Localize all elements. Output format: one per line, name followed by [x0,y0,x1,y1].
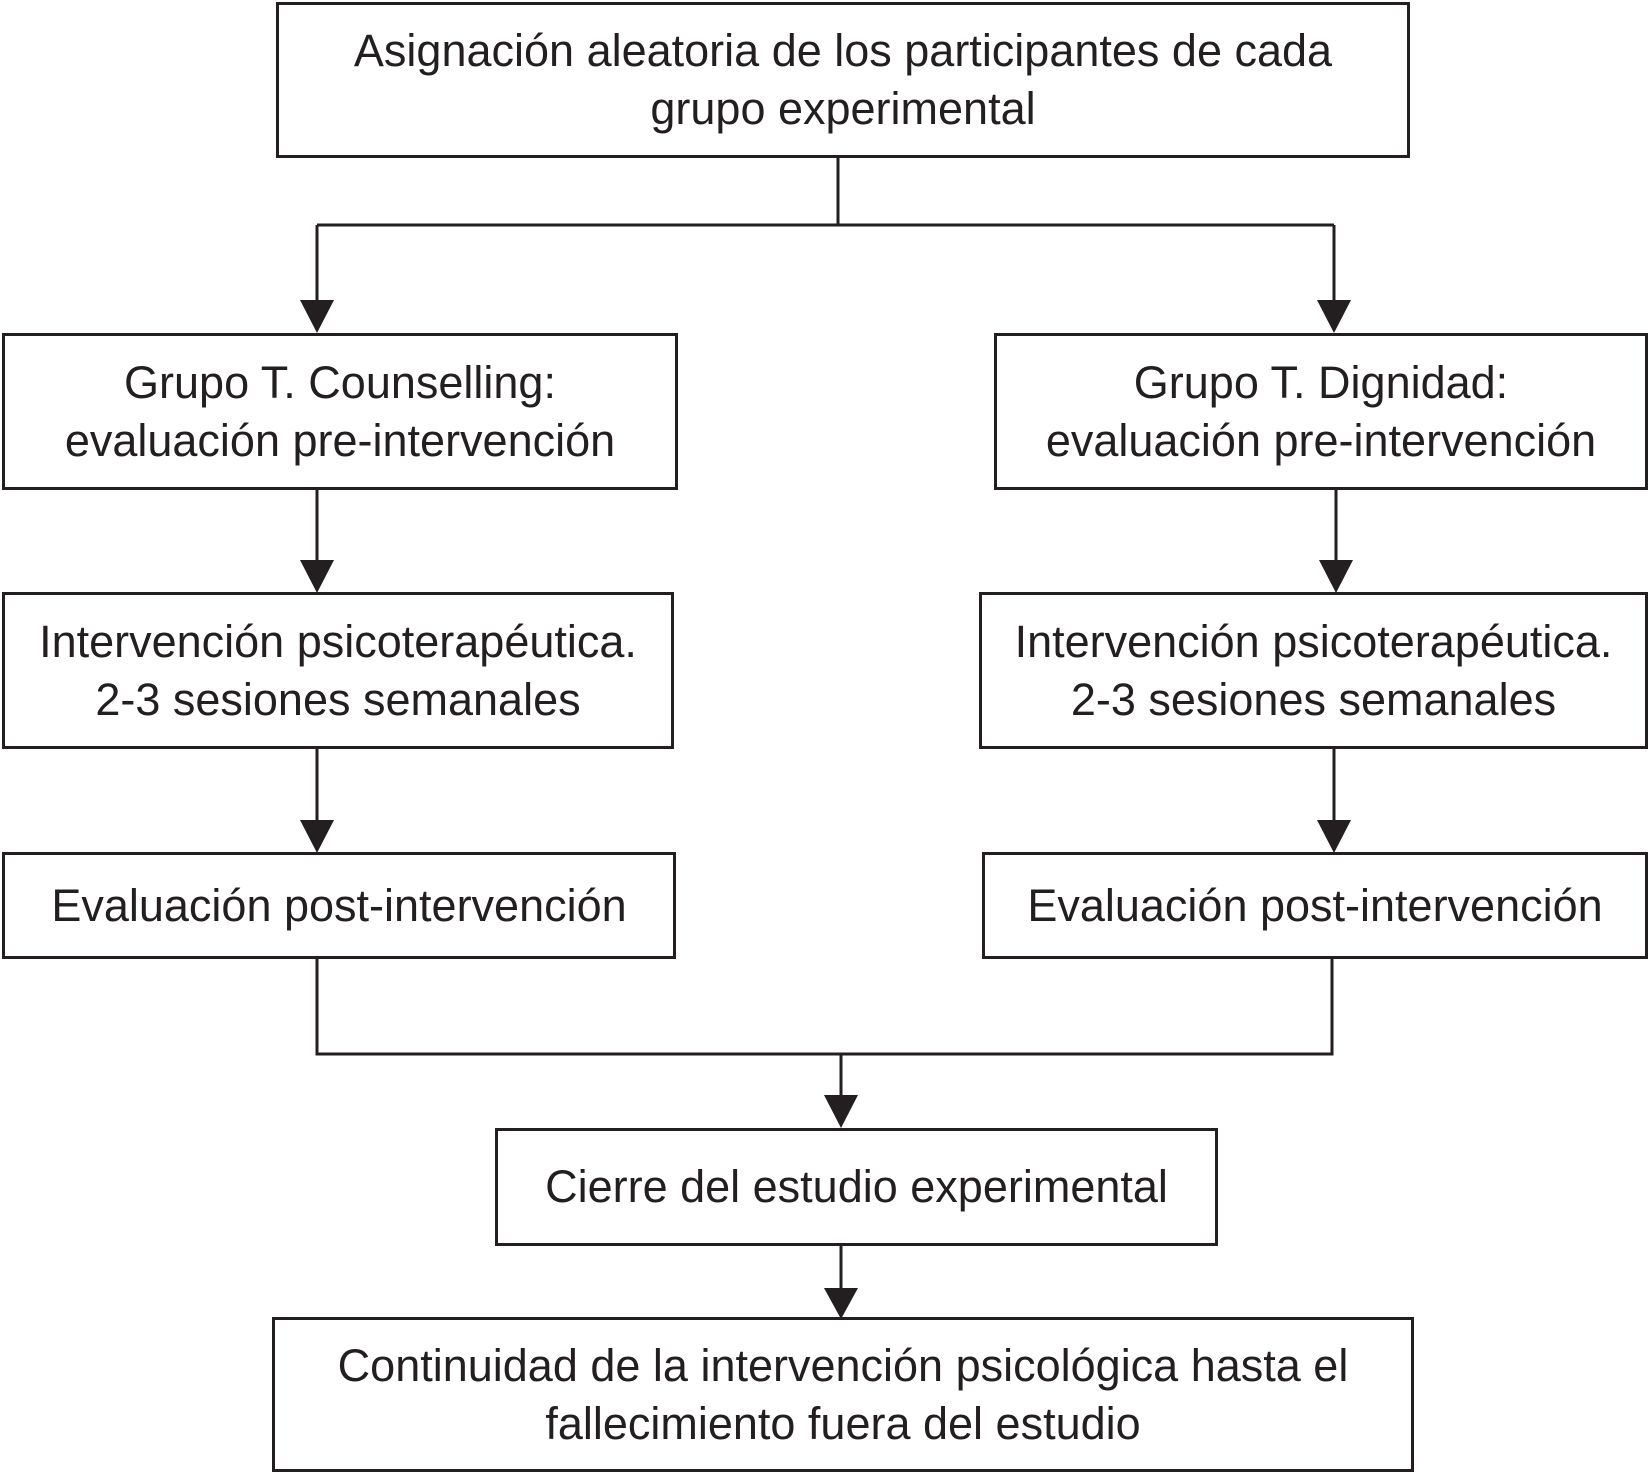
assignment-line-2: grupo experimental [650,83,1036,134]
closure-line-1: Cierre del estudio experimental [545,1161,1168,1212]
edge-assignment-split [315,156,1336,300]
assignment-line-1: Asignación aleatoria de los participante… [353,25,1333,76]
dignity-intervention-line-2: 2-3 sesiones semanales [1070,673,1557,725]
continuity-line-1: Continuidad de la intervención psicológi… [337,1339,1349,1391]
dignity-intervention-box: Intervención psicoterapéutica. 2-3 sesio… [979,592,1648,749]
counselling-post-box: Evaluación post-intervención [2,852,676,959]
counselling-pre-box: Grupo T. Counselling: evaluación pre-int… [2,333,678,490]
closure-box: Cierre del estudio experimental [495,1128,1218,1246]
counselling-post-line-1: Evaluación post-intervención [51,879,627,931]
arrowhead-closure [824,1095,858,1128]
dignity-intervention-line-1: Intervención psicoterapéutica. [1014,615,1613,667]
dignity-post-box: Evaluación post-intervención [982,852,1648,959]
arrowhead-counselling-intervention [300,560,334,593]
counselling-intervention-box: Intervención psicoterapéutica. 2-3 sesio… [2,592,674,749]
arrowhead-counselling-pre [300,300,334,333]
counselling-intervention-line-2: 2-3 sesiones semanales [95,673,581,725]
dignity-pre-line-1: Grupo T. Dignidad: [1133,356,1509,408]
counselling-pre-line-2: evaluación pre-intervención [64,414,616,466]
arrowhead-continuity [824,1288,858,1319]
dignity-pre-line-2: evaluación pre-intervención [1045,414,1597,466]
continuity-line-2: fallecimiento fuera del estudio [545,1397,1141,1449]
counselling-pre-line-1: Grupo T. Counselling: [124,356,556,408]
arrowhead-dignity-pre [1317,300,1351,333]
arrowhead-dignity-intervention [1319,560,1353,593]
assignment-box: Asignación aleatoria de los participante… [276,2,1410,158]
dignity-pre-box: Grupo T. Dignidad: evaluación pre-interv… [994,333,1648,490]
continuity-box: Continuidad de la intervención psicológi… [272,1317,1414,1472]
edge-posts-to-closure [315,958,1334,1095]
counselling-intervention-line-1: Intervención psicoterapéutica. [39,615,637,667]
dignity-post-line-1: Evaluación post-intervención [1027,879,1603,931]
arrowhead-dignity-post [1317,820,1351,853]
arrowhead-counselling-post [300,820,334,853]
